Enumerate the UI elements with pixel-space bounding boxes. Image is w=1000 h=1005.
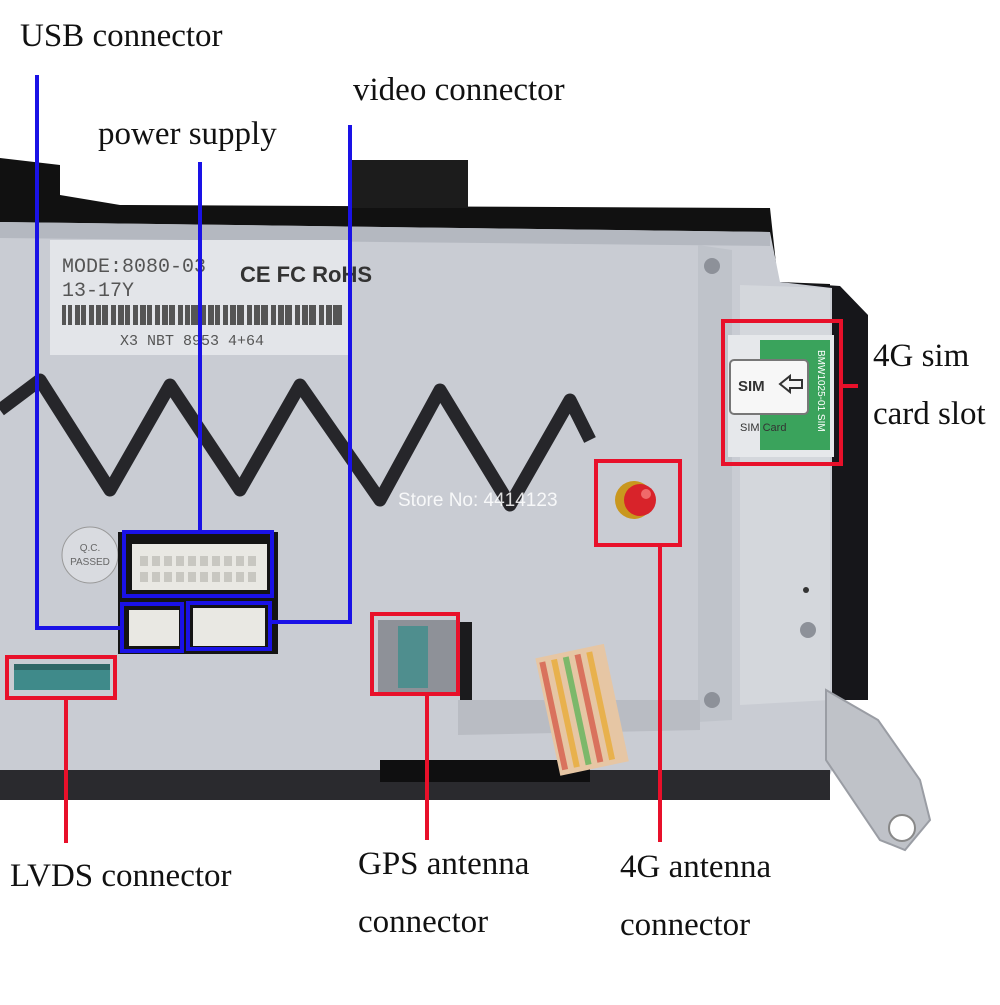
screw-top <box>704 258 720 274</box>
lvds-connector-label: LVDS connector <box>10 858 232 894</box>
power-supply-label: power supply <box>98 116 277 152</box>
gps-antenna-label-line2: connector <box>358 904 489 940</box>
gps-port-shadow <box>460 622 472 722</box>
antenna-cap <box>624 484 656 516</box>
sim-slot-label-line2: card slot <box>873 396 986 432</box>
ribbon-cable <box>535 643 629 776</box>
screw-side <box>800 622 816 638</box>
mounting-bracket <box>825 688 932 852</box>
bracket-hole <box>888 814 916 842</box>
power-connector <box>132 544 267 590</box>
casing-clip <box>350 160 468 208</box>
gps-port <box>398 626 428 688</box>
screw-bottom <box>704 692 720 708</box>
metal-housing <box>0 222 832 800</box>
power-pins <box>140 556 256 582</box>
antenna-box <box>594 459 682 547</box>
usb-leader <box>35 75 122 630</box>
red-callouts <box>5 319 858 843</box>
video-connector-label: video connector <box>353 72 565 108</box>
sim-tray-text: SIM <box>738 378 765 395</box>
qc-sticker <box>61 526 119 584</box>
sim-slot-label-line1: 4G sim <box>873 338 970 374</box>
plate-edge <box>698 245 732 722</box>
vent-zigzag <box>0 373 596 512</box>
underside-foot <box>380 760 590 782</box>
usb-port <box>129 610 179 646</box>
serial-line: X3 NBT 8953 4+64 <box>120 333 264 350</box>
store-watermark: Store No: 4414123 <box>398 490 558 511</box>
4g-antenna-label-line1: 4G antenna <box>620 849 772 885</box>
sim-card-text: SIM Card <box>740 422 786 434</box>
usb-connector-label: USB connector <box>20 18 223 54</box>
video-port <box>193 608 265 646</box>
qc-line2: PASSED <box>70 557 110 568</box>
gps-box <box>370 612 460 696</box>
gps-antenna-label-line1: GPS antenna <box>358 846 530 882</box>
sim-tray <box>729 359 809 415</box>
blue-callouts <box>35 75 352 653</box>
video-box <box>186 601 272 651</box>
qc-line1: Q.C. <box>80 543 101 554</box>
4g-antenna-label-line2: connector <box>620 907 751 943</box>
sim-arrow-icon <box>778 373 803 395</box>
side-hole <box>803 587 809 593</box>
video-leader <box>270 125 352 624</box>
cert-marks: CE FC RoHS <box>240 262 372 287</box>
model-line: MODE:8080-03 <box>62 256 206 279</box>
lvds-box <box>5 655 117 700</box>
sim-box <box>721 319 843 466</box>
sim-card-code: BMW1025-01 SIM <box>815 350 826 432</box>
date-line: 13-17Y <box>62 280 134 303</box>
